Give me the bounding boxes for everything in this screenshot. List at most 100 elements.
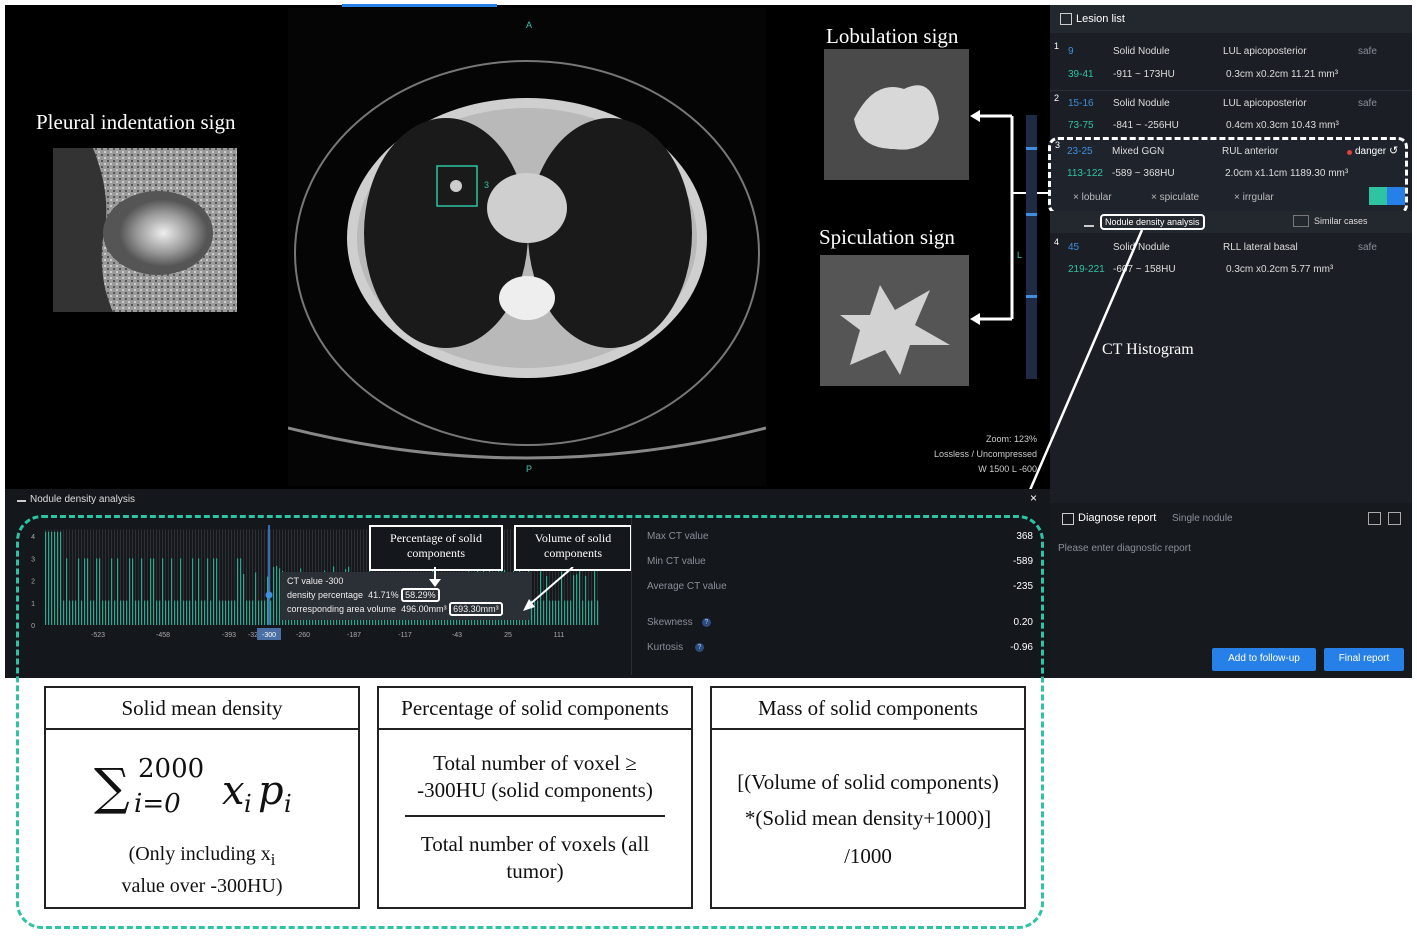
callout-text: Volume of solid components bbox=[534, 531, 612, 560]
svg-text:i: i bbox=[284, 790, 292, 818]
template-icon[interactable] bbox=[1368, 512, 1381, 525]
histogram-bar-bg bbox=[177, 529, 178, 601]
histogram-bar-bg bbox=[222, 529, 223, 601]
histogram-bar bbox=[162, 558, 164, 625]
spiculation-thumbnail[interactable] bbox=[820, 255, 969, 386]
ct-axial-slice[interactable]: A P 3 bbox=[287, 8, 767, 486]
report-mode-dropdown[interactable]: Single nodule bbox=[1172, 513, 1233, 524]
lesion-type-dropdown[interactable]: Solid Nodule bbox=[1113, 98, 1170, 109]
histogram-bar bbox=[135, 600, 137, 625]
help-icon[interactable]: ? bbox=[695, 643, 704, 652]
x-tick-label: -393 bbox=[222, 632, 236, 639]
histogram-bar bbox=[189, 600, 191, 625]
eye-icon[interactable] bbox=[1387, 187, 1405, 205]
lesion-item-selected[interactable]: 3 23-25 Mixed GGN RUL anterior danger ↺ … bbox=[1048, 137, 1408, 215]
lobulation-thumbnail[interactable] bbox=[824, 49, 969, 180]
histogram-bar-bg bbox=[57, 529, 58, 532]
histogram-bar-bg bbox=[327, 529, 328, 601]
edit-icon[interactable] bbox=[1369, 187, 1387, 205]
help-icon[interactable]: ? bbox=[702, 618, 711, 627]
histogram-bar bbox=[273, 566, 275, 625]
histogram-bar bbox=[267, 576, 269, 625]
tag-remove-icon[interactable]: × bbox=[1073, 192, 1082, 203]
bar-chart-icon bbox=[17, 492, 26, 502]
histogram-bar bbox=[252, 600, 254, 625]
report-textarea[interactable]: Please enter diagnostic report bbox=[1058, 543, 1191, 554]
tag-lobular[interactable]: × lobular bbox=[1073, 192, 1112, 203]
tag-spiculate[interactable]: × spiculate bbox=[1151, 192, 1199, 203]
histogram-bar-bg bbox=[300, 529, 301, 569]
mass-line-3: /1000 bbox=[844, 844, 892, 868]
lesion-risk: safe bbox=[1358, 242, 1377, 253]
lesion-index: 2 bbox=[1054, 93, 1060, 103]
lesion-index: 4 bbox=[1054, 237, 1060, 247]
tag-irregular[interactable]: × irrgular bbox=[1234, 192, 1274, 203]
histogram-bar bbox=[276, 565, 278, 625]
histogram-bar-bg bbox=[165, 529, 166, 601]
lesion-type-dropdown[interactable]: Mixed GGN bbox=[1112, 146, 1165, 157]
lesion-item[interactable]: 4 45 Solid Nodule RLL lateral basal safe… bbox=[1050, 237, 1412, 283]
lesion-location-dropdown[interactable]: RUL anterior bbox=[1222, 146, 1279, 157]
note-text: (Only including x bbox=[128, 843, 271, 865]
histogram-bar-bg bbox=[60, 529, 61, 532]
histogram-bar bbox=[216, 558, 218, 625]
histogram-bar-bg bbox=[237, 529, 238, 559]
x-tick-highlight bbox=[257, 628, 281, 640]
histogram-bar bbox=[210, 600, 212, 625]
reset-icon[interactable]: ↺ bbox=[1389, 145, 1399, 157]
lesion-type-dropdown[interactable]: Solid Nodule bbox=[1113, 242, 1170, 253]
lesion-item[interactable]: 1 9 Solid Nodule LUL apicoposterior safe… bbox=[1050, 39, 1412, 87]
lesion-risk: danger bbox=[1355, 146, 1387, 157]
final-report-button[interactable]: Final report bbox=[1324, 648, 1404, 671]
histogram-bar-bg bbox=[246, 529, 247, 601]
histogram-bar-bg bbox=[312, 529, 313, 601]
stat-value: 0.20 bbox=[1013, 617, 1033, 628]
cursor-point bbox=[265, 591, 273, 599]
pleural-indentation-thumbnail[interactable] bbox=[53, 148, 237, 312]
histogram-bar bbox=[564, 600, 566, 625]
tooltip-label: corresponding area volume bbox=[287, 604, 397, 614]
tab-similar-cases[interactable]: Similar cases bbox=[1314, 216, 1368, 226]
close-icon[interactable]: × bbox=[1030, 491, 1038, 505]
add-to-follow-up-button[interactable]: Add to follow-up bbox=[1212, 648, 1316, 671]
histogram-bar bbox=[102, 600, 104, 625]
lesion-slices: 219-221 bbox=[1068, 264, 1105, 275]
copy-icon[interactable] bbox=[1388, 512, 1401, 525]
slice-scrollbar[interactable] bbox=[1026, 115, 1037, 379]
histogram-bar bbox=[57, 531, 59, 625]
histogram-bar-bg bbox=[234, 529, 235, 601]
histogram-bar bbox=[192, 558, 194, 625]
ct-histogram-label: CT Histogram bbox=[1102, 341, 1194, 358]
histogram-bar-bg bbox=[123, 529, 124, 601]
histogram-bar bbox=[201, 600, 203, 625]
note-subscript: i bbox=[270, 850, 276, 869]
x-tick-label: -32 bbox=[248, 632, 258, 639]
lesion-size: 0.3cm x0.2cm 5.77 mm³ bbox=[1226, 264, 1334, 275]
histogram-bar-bg bbox=[72, 529, 73, 601]
histogram-bar bbox=[573, 575, 575, 625]
histogram-bar-bg bbox=[129, 529, 130, 559]
lesion-location-dropdown[interactable]: RLL lateral basal bbox=[1223, 242, 1298, 253]
tag-remove-icon[interactable]: × bbox=[1234, 192, 1243, 203]
histogram-bar-bg bbox=[141, 529, 142, 559]
lesion-item[interactable]: 2 15-16 Solid Nodule LUL apicoposterior … bbox=[1050, 90, 1412, 139]
compression-readout: Lossless / Uncompressed bbox=[933, 449, 1037, 459]
lesion-location-dropdown[interactable]: LUL apicoposterior bbox=[1223, 46, 1307, 57]
histogram-bar-bg bbox=[333, 529, 334, 567]
histogram-bar-bg bbox=[111, 529, 112, 559]
lesion-type-dropdown[interactable]: Solid Nodule bbox=[1113, 46, 1170, 57]
histogram-bar bbox=[570, 600, 572, 625]
histogram-bar-bg bbox=[339, 529, 340, 601]
histogram-bar bbox=[90, 600, 92, 625]
histogram-bar bbox=[537, 600, 539, 625]
formula-solid-mean-density: Solid mean density ∑ 2000 i=0 x i p i (O… bbox=[44, 686, 360, 909]
x-tick-label: 25 bbox=[504, 632, 512, 639]
histogram-bar-bg bbox=[144, 529, 145, 601]
tag-remove-icon[interactable]: × bbox=[1151, 192, 1160, 203]
histogram-bar bbox=[279, 568, 281, 625]
tab-density-analysis[interactable]: Nodule density analysis bbox=[1100, 214, 1205, 230]
histogram-bar-bg bbox=[357, 529, 358, 601]
histogram-bar bbox=[567, 600, 569, 625]
lobulation-label: Lobulation sign bbox=[826, 24, 959, 48]
lesion-location-dropdown[interactable]: LUL apicoposterior bbox=[1223, 98, 1307, 109]
